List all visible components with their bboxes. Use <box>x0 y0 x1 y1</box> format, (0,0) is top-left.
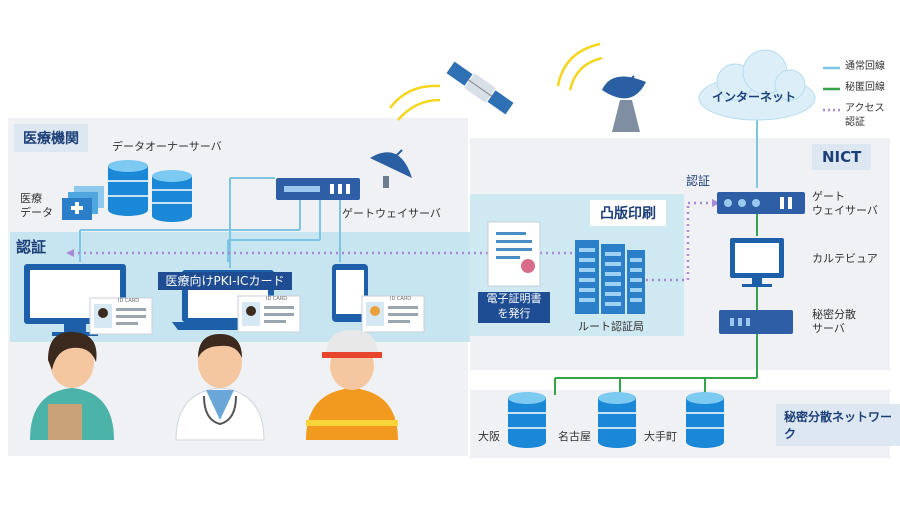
medical-data-label-2: データ <box>20 206 53 219</box>
pki-card-label: 医療向けPKI-ICカード <box>158 272 292 290</box>
nict-gateway-label-1: ゲート <box>812 190 845 203</box>
legend-secret-line: 秘匿回線 <box>845 82 885 93</box>
legend-access-auth-2: 認証 <box>845 117 865 128</box>
network-node-otemachi: 大手町 <box>644 430 677 443</box>
nict-title: NICT <box>812 144 872 170</box>
issue-cert-label-2: を発行 <box>478 307 550 323</box>
secret-sharing-server-label-1: 秘密分散 <box>812 308 856 321</box>
nict-auth-label: 認証 <box>686 174 711 188</box>
hospital-gateway-label: ゲートウェイサーバ <box>342 207 441 220</box>
medical-data-label-1: 医療 <box>20 192 42 205</box>
toppan-title: 凸版印刷 <box>590 200 666 226</box>
legend-normal-line: 通常回線 <box>845 61 885 72</box>
id-card-text-3: ID CARD <box>390 296 412 302</box>
network-node-osaka: 大阪 <box>478 430 500 443</box>
data-owner-server-label: データオーナーサーバ <box>112 140 222 153</box>
hospital-title: 医療機関 <box>14 124 88 152</box>
secret-sharing-server-label-2: サーバ <box>812 322 845 335</box>
root-ca-label: ルート認証局 <box>578 320 644 333</box>
id-card-text-1: ID CARD <box>118 298 140 304</box>
network-title: 秘密分散ネットワーク <box>776 404 900 446</box>
internet-label: インターネット <box>712 90 797 104</box>
network-node-nagoya: 名古屋 <box>558 430 591 443</box>
id-card-text-2: ID CARD <box>266 296 288 302</box>
nict-gateway-label-2: ウェイサーバ <box>812 204 878 217</box>
issue-cert-label-1: 電子証明書 <box>478 292 550 307</box>
chart-computer-label: カルテビュア <box>812 252 878 265</box>
auth-title: 認証 <box>16 238 47 256</box>
legend-access-auth-1: アクセス <box>845 103 885 114</box>
